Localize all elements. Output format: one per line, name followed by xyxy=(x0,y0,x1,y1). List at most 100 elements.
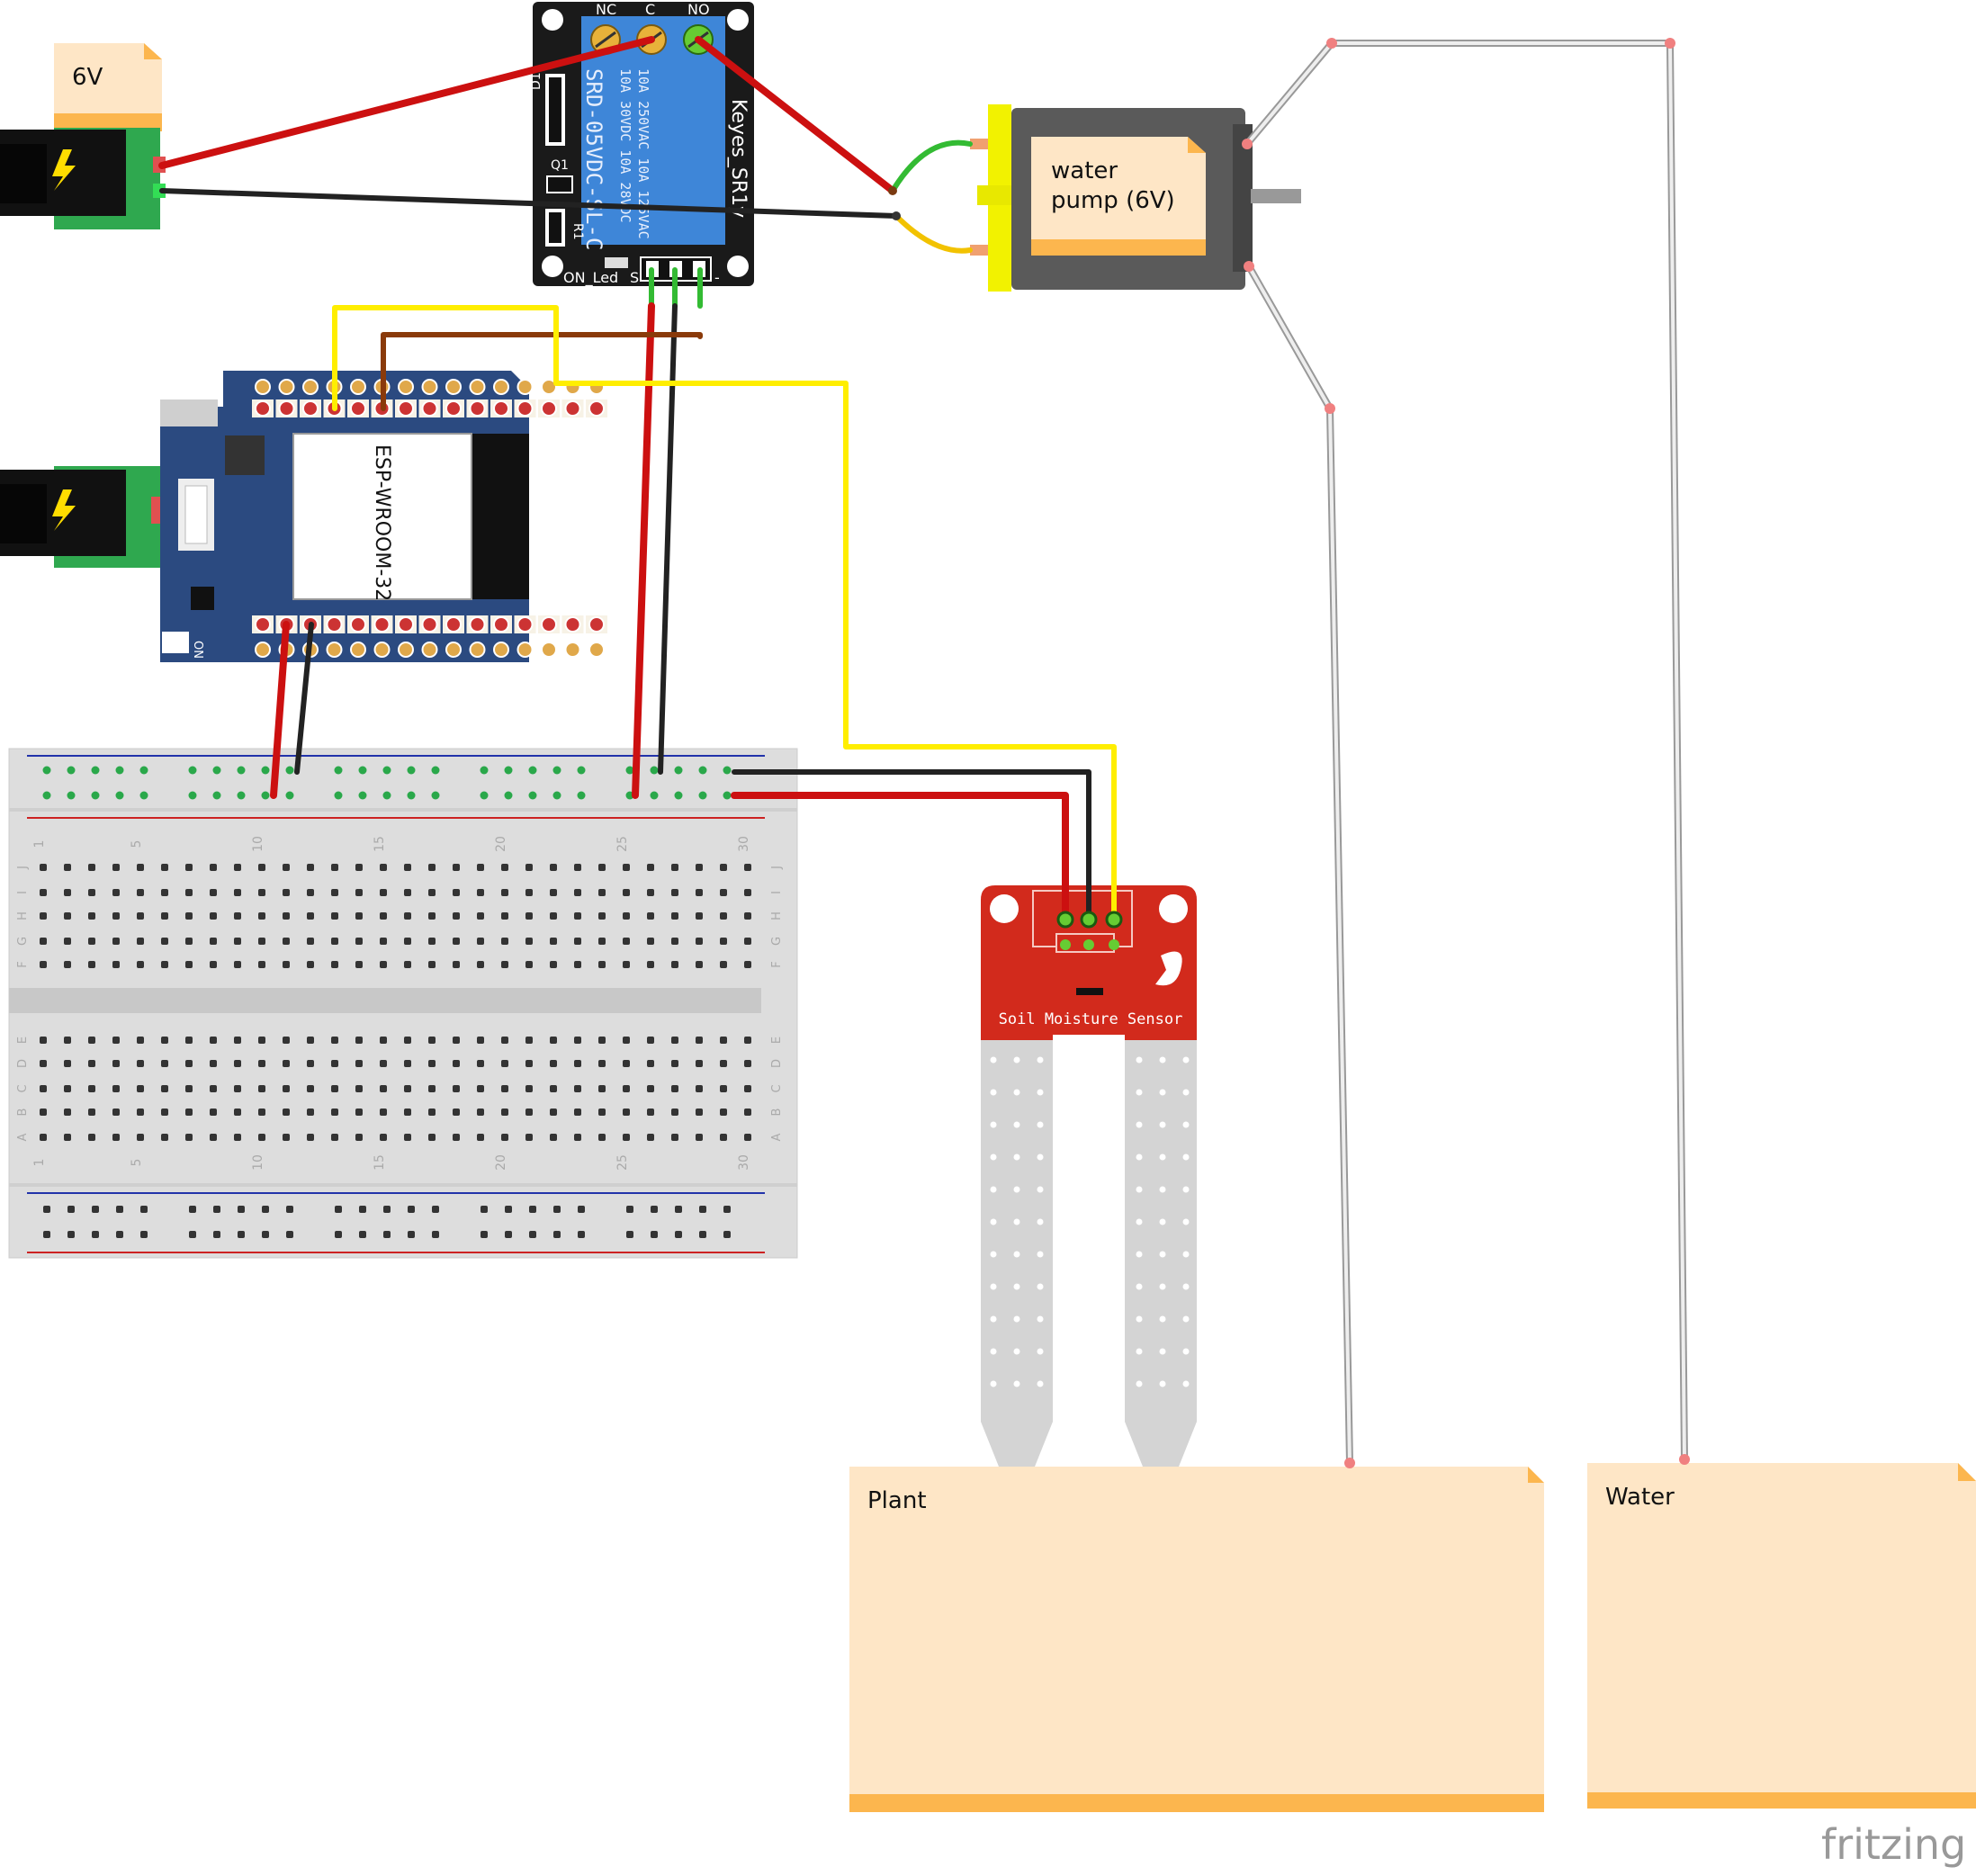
rail-hole[interactable] xyxy=(553,1206,561,1213)
breadboard-hole[interactable] xyxy=(671,1037,678,1044)
breadboard-hole[interactable] xyxy=(550,1134,557,1141)
breadboard-hole[interactable] xyxy=(185,938,193,945)
breadboard-hole[interactable] xyxy=(307,889,314,896)
esp32-pin[interactable] xyxy=(493,400,509,417)
breadboard-hole[interactable] xyxy=(428,864,436,871)
rail-hole[interactable] xyxy=(382,766,391,775)
breadboard-hole[interactable] xyxy=(428,889,436,896)
breadboard-hole[interactable] xyxy=(40,1037,47,1044)
breadboard-hole[interactable] xyxy=(88,1060,95,1067)
breadboard-hole[interactable] xyxy=(623,961,630,968)
breadboard-hole[interactable] xyxy=(744,912,751,920)
rail-hole[interactable] xyxy=(481,1206,488,1213)
breadboard-hole[interactable] xyxy=(161,1109,168,1116)
rail-hole[interactable] xyxy=(504,791,513,800)
breadboard-hole[interactable] xyxy=(696,864,703,871)
breadboard-hole[interactable] xyxy=(283,912,290,920)
wire-battery-negative[interactable] xyxy=(159,188,899,219)
esp32-pin[interactable] xyxy=(398,379,414,395)
rail-hole[interactable] xyxy=(528,791,537,800)
rail-hole[interactable] xyxy=(359,1206,366,1213)
breadboard-hole[interactable] xyxy=(112,1109,120,1116)
rail-hole[interactable] xyxy=(116,1206,123,1213)
rail-hole[interactable] xyxy=(261,766,270,775)
breadboard-hole[interactable] xyxy=(574,889,581,896)
rail-hole[interactable] xyxy=(67,1231,75,1238)
breadboard-hole[interactable] xyxy=(525,1060,533,1067)
breadboard-hole[interactable] xyxy=(137,961,144,968)
rail-hole[interactable] xyxy=(723,1206,731,1213)
breadboard-hole[interactable] xyxy=(210,1060,217,1067)
breadboard-hole[interactable] xyxy=(574,1109,581,1116)
breadboard-hole[interactable] xyxy=(161,1085,168,1092)
rail-hole[interactable] xyxy=(529,1231,536,1238)
breadboard-hole[interactable] xyxy=(501,1060,508,1067)
breadboard-hole[interactable] xyxy=(283,1037,290,1044)
breadboard-hole[interactable] xyxy=(623,912,630,920)
rail-hole[interactable] xyxy=(723,791,732,800)
breadboard-hole[interactable] xyxy=(477,889,484,896)
rail-hole[interactable] xyxy=(431,766,440,775)
breadboard-hole[interactable] xyxy=(428,1109,436,1116)
breadboard-hole[interactable] xyxy=(380,1134,387,1141)
breadboard-hole[interactable] xyxy=(623,938,630,945)
breadboard-hole[interactable] xyxy=(744,1109,751,1116)
breadboard-hole[interactable] xyxy=(283,864,290,871)
breadboard-hole[interactable] xyxy=(40,1060,47,1067)
breadboard-hole[interactable] xyxy=(307,864,314,871)
rail-hole[interactable] xyxy=(238,1206,245,1213)
breadboard-hole[interactable] xyxy=(477,1060,484,1067)
breadboard-hole[interactable] xyxy=(574,938,581,945)
breadboard-hole[interactable] xyxy=(404,1085,411,1092)
breadboard-hole[interactable] xyxy=(355,1037,363,1044)
breadboard-hole[interactable] xyxy=(64,1109,71,1116)
esp32-pin[interactable] xyxy=(541,400,557,417)
breadboard-hole[interactable] xyxy=(64,1134,71,1141)
breadboard-hole[interactable] xyxy=(453,1085,460,1092)
breadboard-hole[interactable] xyxy=(720,1134,727,1141)
rail-hole[interactable] xyxy=(383,1231,391,1238)
rail-hole[interactable] xyxy=(237,766,246,775)
breadboard-hole[interactable] xyxy=(64,864,71,871)
esp32-pin[interactable] xyxy=(445,379,462,395)
breadboard-hole[interactable] xyxy=(647,961,654,968)
rail-hole[interactable] xyxy=(552,766,561,775)
breadboard-hole[interactable] xyxy=(380,961,387,968)
breadboard-hole[interactable] xyxy=(88,1085,95,1092)
esp32-pin[interactable] xyxy=(302,379,319,395)
breadboard-hole[interactable] xyxy=(137,1060,144,1067)
breadboard-hole[interactable] xyxy=(40,912,47,920)
breadboard-hole[interactable] xyxy=(550,1060,557,1067)
breadboard-hole[interactable] xyxy=(40,1109,47,1116)
breadboard-hole[interactable] xyxy=(598,961,606,968)
breadboard-hole[interactable] xyxy=(307,961,314,968)
breadboard-hole[interactable] xyxy=(720,938,727,945)
rail-hole[interactable] xyxy=(578,1231,585,1238)
breadboard-hole[interactable] xyxy=(404,912,411,920)
breadboard-hole[interactable] xyxy=(380,912,387,920)
breadboard-hole[interactable] xyxy=(720,1085,727,1092)
breadboard-hole[interactable] xyxy=(355,1060,363,1067)
breadboard-hole[interactable] xyxy=(307,1085,314,1092)
esp32-pin[interactable] xyxy=(326,642,343,658)
breadboard-hole[interactable] xyxy=(355,1085,363,1092)
breadboard-hole[interactable] xyxy=(283,1060,290,1067)
breadboard-hole[interactable] xyxy=(550,1037,557,1044)
esp32-pin[interactable] xyxy=(445,642,462,658)
breadboard-hole[interactable] xyxy=(696,1109,703,1116)
rail-hole[interactable] xyxy=(382,791,391,800)
breadboard-hole[interactable] xyxy=(550,1085,557,1092)
breadboard-hole[interactable] xyxy=(380,1037,387,1044)
wire-battery-positive[interactable] xyxy=(158,36,655,169)
breadboard-hole[interactable] xyxy=(696,889,703,896)
breadboard-hole[interactable] xyxy=(112,864,120,871)
esp32-pin[interactable] xyxy=(302,400,319,417)
breadboard-hole[interactable] xyxy=(501,1134,508,1141)
breadboard-hole[interactable] xyxy=(501,912,508,920)
rail-hole[interactable] xyxy=(43,1206,50,1213)
esp32-pin[interactable] xyxy=(588,616,605,633)
esp32-pin[interactable] xyxy=(350,642,366,658)
rail-hole[interactable] xyxy=(407,791,416,800)
breadboard-hole[interactable] xyxy=(234,864,241,871)
breadboard-hole[interactable] xyxy=(112,961,120,968)
